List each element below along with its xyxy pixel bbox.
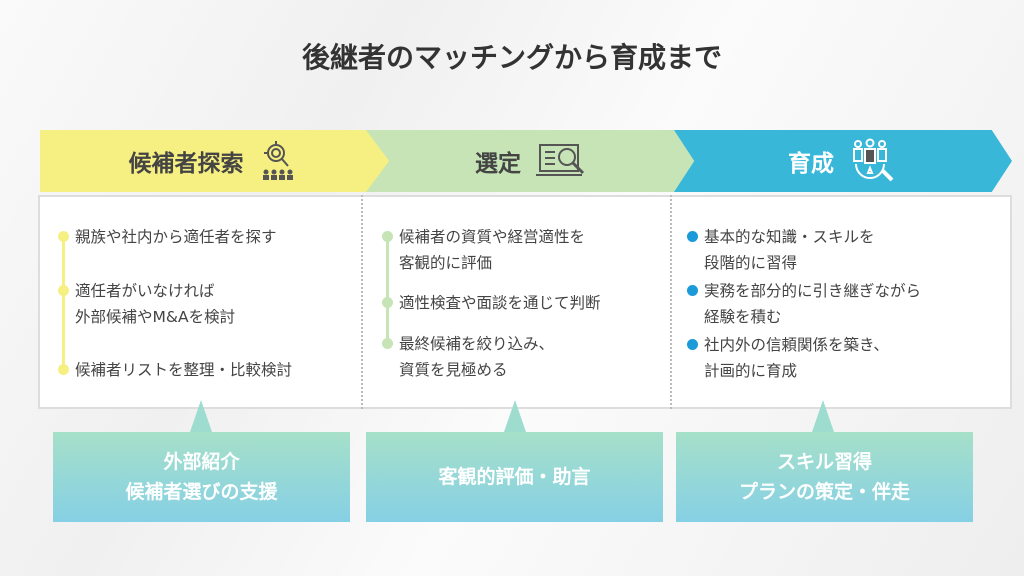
item-text: 外部候補やM&Aを検討 <box>75 308 236 326</box>
stage-label: 育成 <box>788 151 834 177</box>
list-item: 親族や社内から適任者を探す <box>58 224 292 250</box>
bullet-dot <box>687 285 698 296</box>
list-item: 最終候補を絞り込み、資質を見極める <box>382 331 601 383</box>
bullet-dot <box>687 339 698 350</box>
item-text: 候補者リストを整理・比較検討 <box>75 361 293 379</box>
callout-text: プランの策定・伴走 <box>738 481 910 503</box>
stage-search-list: 親族や社内から適任者を探す 適任者がいなければ外部候補やM&Aを検討 候補者リス… <box>58 224 292 383</box>
people-growth-icon <box>848 138 898 184</box>
item-text: 経験を積む <box>704 308 782 326</box>
callout-pointer <box>190 400 212 432</box>
callout-text: 外部紹介 <box>163 451 240 473</box>
timeline-line <box>386 236 389 344</box>
target-people-icon <box>258 139 302 183</box>
bullet-dot <box>382 231 393 242</box>
stage-arrow-training: 育成 <box>674 130 1012 192</box>
callout-text: 客観的評価・助言 <box>438 466 591 488</box>
divider <box>670 195 672 409</box>
stage-arrow-search: 候補者探索 <box>40 130 390 192</box>
list-item: 社内外の信頼関係を築き、計画的に育成 <box>687 332 921 384</box>
callout-text: 候補者選びの支援 <box>125 481 278 503</box>
list-item: 候補者の資質や経営適性を客観的に評価 <box>382 224 601 276</box>
callout-pointer <box>504 400 526 432</box>
checklist-magnifier-icon <box>535 141 589 181</box>
callout-pointer <box>812 400 834 432</box>
stage-training-list: 基本的な知識・スキルを段階的に習得 実務を部分的に引き継ぎながら経験を積む 社内… <box>687 224 921 384</box>
list-item: 適任者がいなければ外部候補やM&Aを検討 <box>58 278 292 330</box>
list-item: 実務を部分的に引き継ぎながら経験を積む <box>687 278 921 330</box>
bullet-dot <box>58 231 69 242</box>
divider <box>361 195 363 409</box>
list-item: 候補者リストを整理・比較検討 <box>58 357 292 383</box>
item-text: 適性検査や面談を通じて判断 <box>399 294 601 312</box>
item-text: 基本的な知識・スキルを <box>704 228 875 246</box>
stage-arrow-selection: 選定 <box>366 130 698 192</box>
item-text: 適任者がいなければ <box>75 282 215 300</box>
list-item: 基本的な知識・スキルを段階的に習得 <box>687 224 921 276</box>
item-text: 候補者の資質や経営適性を <box>399 228 586 246</box>
item-text: 親族や社内から適任者を探す <box>75 228 277 246</box>
item-text: 客観的に評価 <box>399 254 493 272</box>
item-text: 段階的に習得 <box>704 254 798 272</box>
bullet-dot <box>58 364 69 375</box>
item-text: 最終候補を絞り込み、 <box>399 335 555 353</box>
callout-search-support: 外部紹介候補者選びの支援 <box>53 432 350 522</box>
stage-label: 候補者探索 <box>128 151 244 177</box>
bullet-dot <box>687 231 698 242</box>
callout-text: スキル習得 <box>776 451 872 473</box>
stage-selection-list: 候補者の資質や経営適性を客観的に評価 適性検査や面談を通じて判断 最終候補を絞り… <box>382 224 601 383</box>
item-text: 社内外の信頼関係を築き、 <box>704 336 889 354</box>
stage-label: 選定 <box>475 151 521 177</box>
timeline-line <box>62 236 65 368</box>
item-text: 計画的に育成 <box>704 362 798 380</box>
callout-selection-support: 客観的評価・助言 <box>366 432 663 522</box>
item-text: 資質を見極める <box>399 361 508 379</box>
details-panel <box>38 195 1012 409</box>
item-text: 実務を部分的に引き継ぎながら <box>704 282 922 300</box>
callout-training-support: スキル習得プランの策定・伴走 <box>676 432 973 522</box>
bullet-dot <box>382 338 393 349</box>
page-title: 後継者のマッチングから育成まで <box>301 41 722 74</box>
bullet-dot <box>382 297 393 308</box>
list-item: 適性検査や面談を通じて判断 <box>382 290 601 316</box>
bullet-dot <box>58 285 69 296</box>
